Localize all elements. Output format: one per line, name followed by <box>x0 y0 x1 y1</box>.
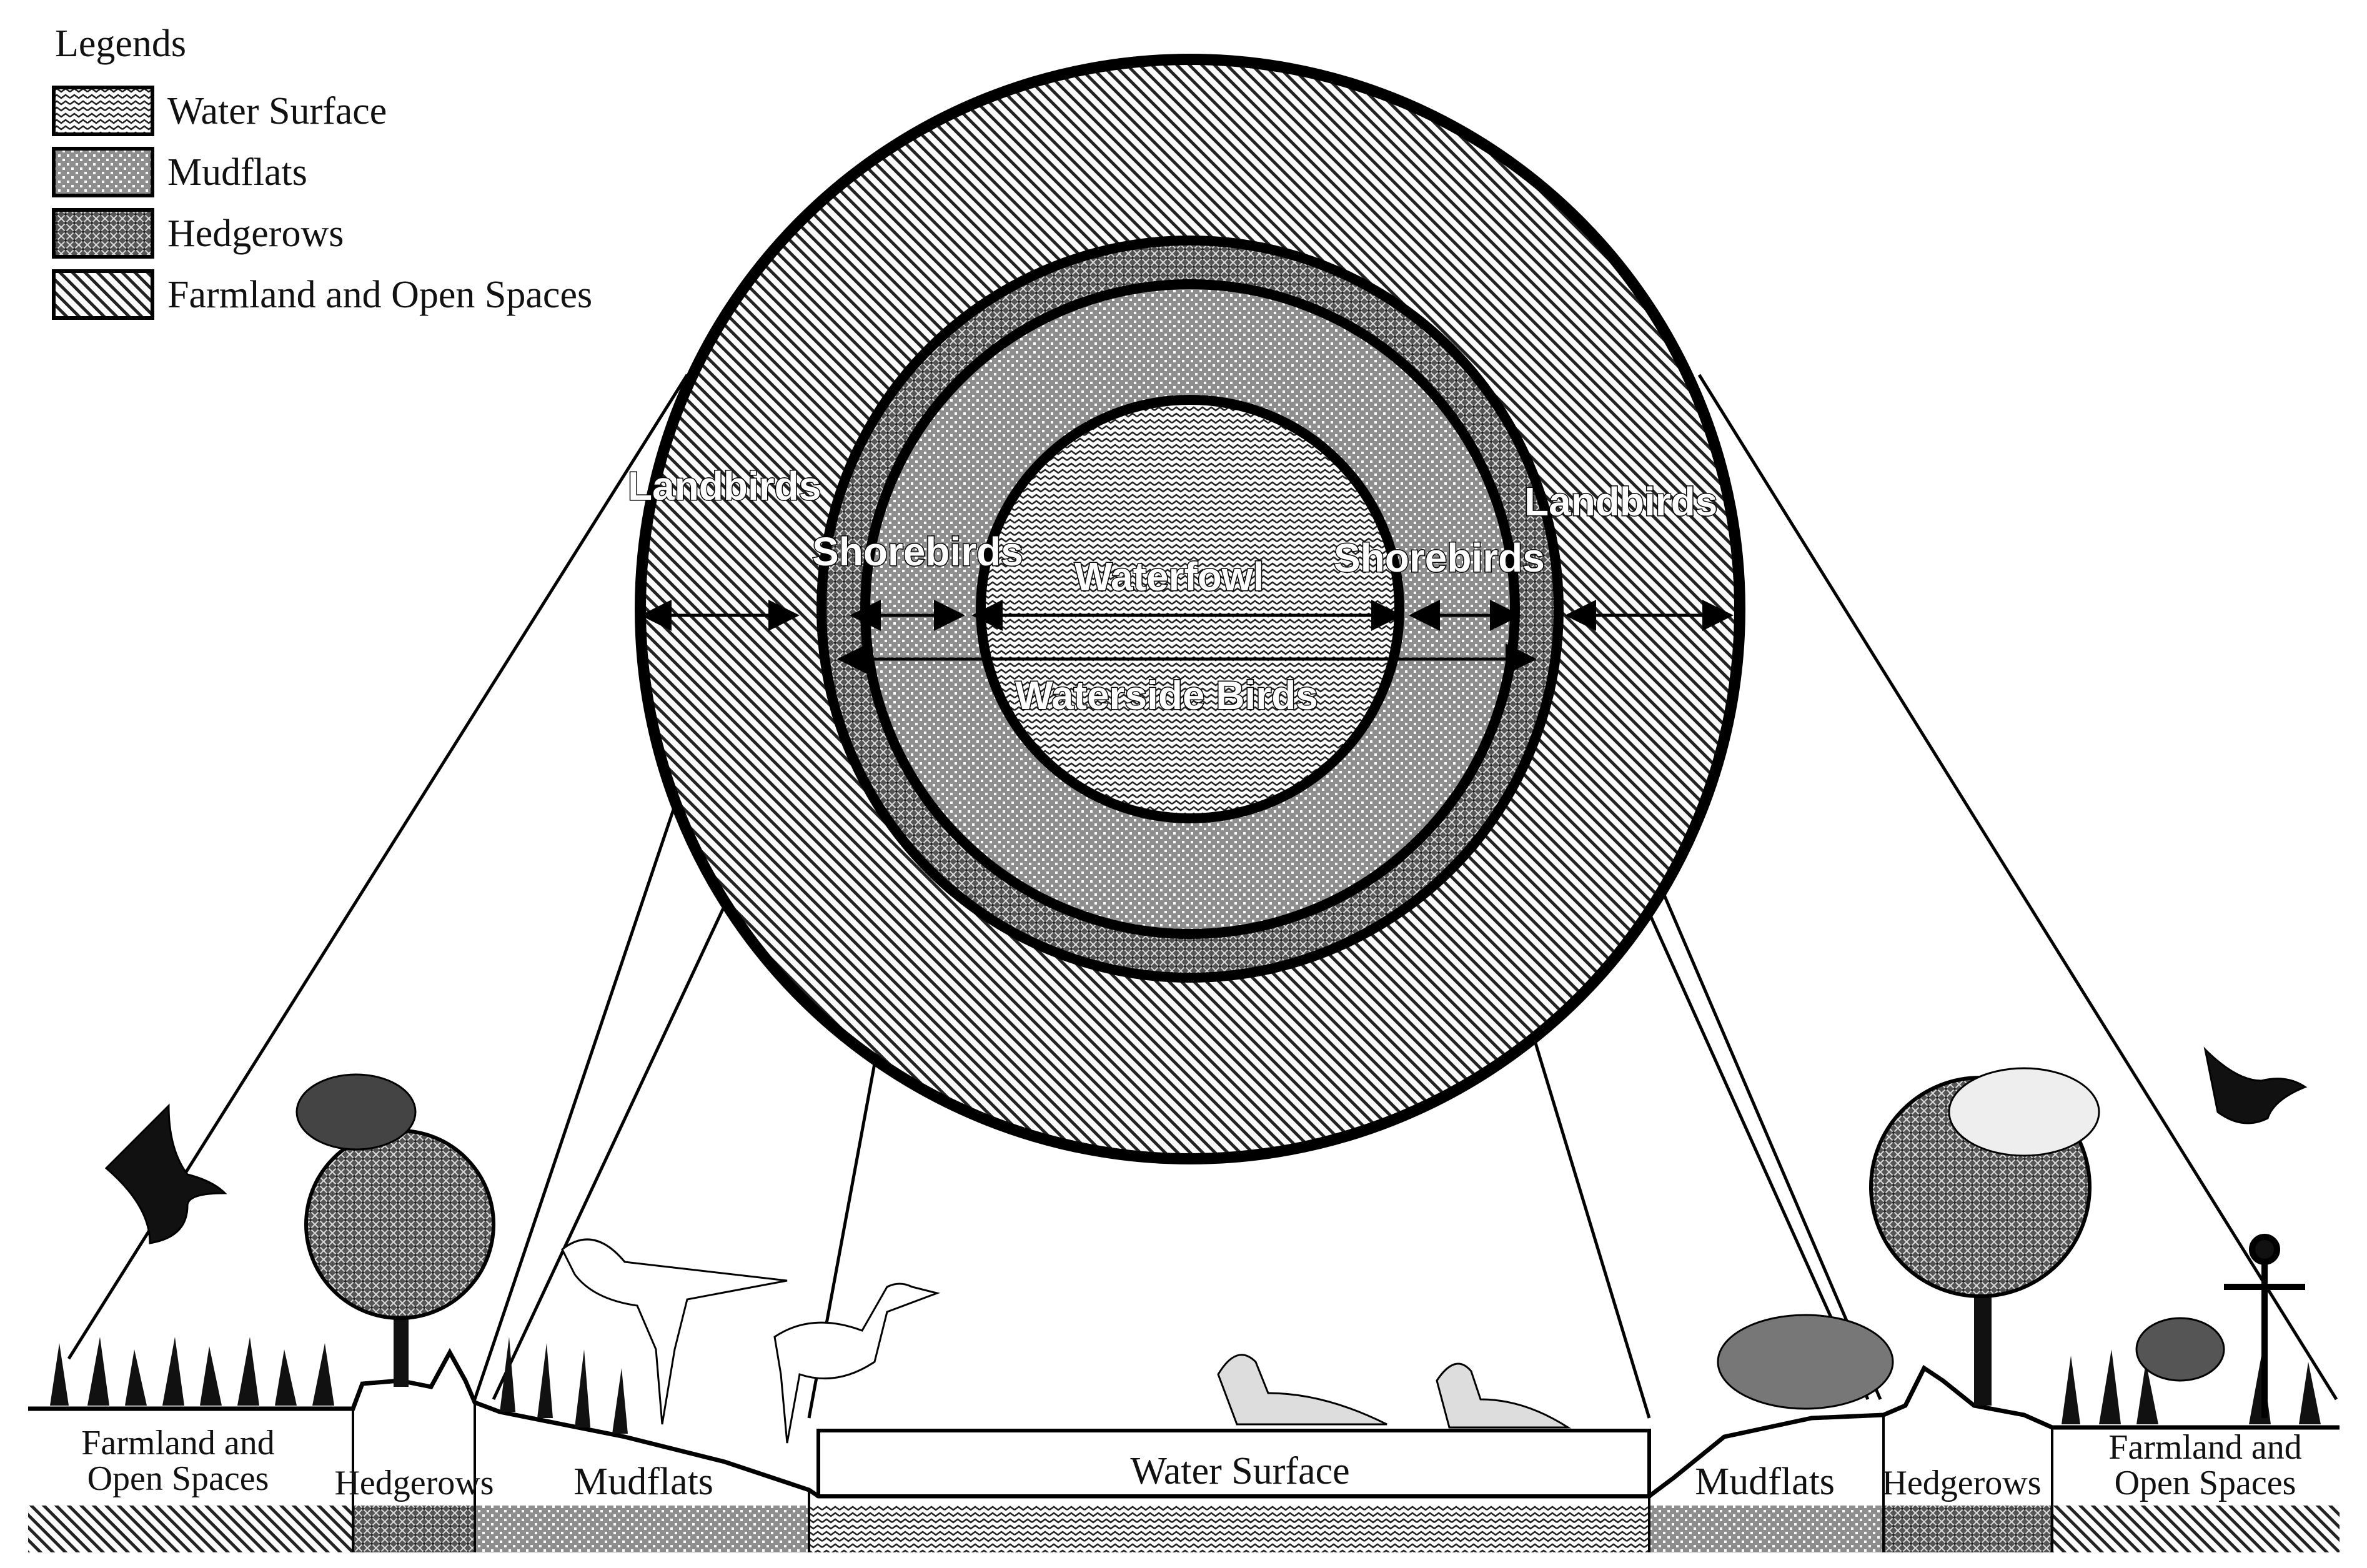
birds <box>104 1046 2308 1444</box>
label-landbirds-left: Landbirds <box>628 464 821 509</box>
label-waterside-birds: Waterside Birds <box>1015 673 1318 718</box>
duck-icon-1 <box>1217 1354 1387 1426</box>
legend-title: Legends <box>55 22 186 65</box>
ground-labels: Farmland and Open Spaces Hedgerows Mudfl… <box>81 1424 2301 1503</box>
ground-label-mudflats-right: Mudflats <box>1695 1461 1835 1503</box>
ground-label-farmland-left-line1: Farmland and <box>81 1424 274 1462</box>
strip-hedgerows-right <box>1883 1506 2052 1552</box>
ground-label-mudflats-left: Mudflats <box>573 1461 713 1503</box>
projection-line-hedgerow-left <box>473 805 677 1400</box>
grass-right <box>2062 1349 2321 1424</box>
swallow-perched-icon <box>2135 1317 2225 1382</box>
ground-label-farmland-left-line2: Open Spaces <box>87 1459 269 1498</box>
ground-label-water-surface: Water Surface <box>1130 1450 1349 1492</box>
strip-farmland-left <box>28 1506 353 1552</box>
quail-icon <box>1717 1314 1894 1410</box>
section-dividers <box>352 1402 2053 1552</box>
scarecrow-icon <box>2224 1234 2305 1418</box>
legend-item-farmland: Farmland and Open Spaces <box>52 269 592 320</box>
grass-left <box>50 1337 334 1406</box>
legend-swatch-hedgerows <box>52 208 154 259</box>
ground-label-hedgerows-right: Hedgerows <box>1882 1464 2041 1502</box>
strip-farmland-right <box>2052 1506 2340 1552</box>
swallow-left-icon <box>104 1103 227 1244</box>
habitat-rings <box>635 54 1745 1164</box>
legend-label-hedgerows: Hedgerows <box>167 212 344 255</box>
legend-label-water-surface: Water Surface <box>167 90 387 132</box>
legend-swatch-farmland <box>52 269 154 320</box>
reeds-left <box>500 1337 628 1434</box>
ring-labels: Landbirds Landbirds Shorebirds Shorebird… <box>627 463 1719 719</box>
ground-label-farmland-right-line2: Open Spaces <box>2115 1464 2296 1502</box>
label-shorebirds-right: Shorebirds <box>1334 535 1545 580</box>
legend-label-farmland: Farmland and Open Spaces <box>167 274 592 316</box>
projection-line-hedgerow-right <box>1654 874 1882 1400</box>
legend-item-mudflats: Mudflats <box>52 147 307 197</box>
shrike-right-icon <box>1948 1067 2100 1157</box>
tree-left <box>304 1129 495 1387</box>
legend-item-water-surface: Water Surface <box>52 86 387 136</box>
legend-swatch-water-surface <box>52 86 154 136</box>
swallow-right-icon <box>2203 1046 2308 1124</box>
label-waterfowl: Waterfowl <box>1074 554 1264 599</box>
legend-item-hedgerows: Hedgerows <box>52 208 344 259</box>
bunting-left-icon <box>295 1073 417 1151</box>
strip-mudflats-left <box>475 1506 809 1552</box>
egret-icon <box>773 1283 941 1444</box>
projection-line-farmland-right <box>1697 374 2338 1401</box>
ring-water-surface <box>976 395 1404 823</box>
ground-label-farmland-right-line1: Farmland and <box>2108 1428 2301 1467</box>
legend-label-mudflats: Mudflats <box>167 151 307 194</box>
stilt-icon <box>561 1238 788 1425</box>
strip-hedgerows-left <box>353 1506 475 1552</box>
legend: Legends Water Surface Mudflats Hedgerows… <box>52 22 592 320</box>
label-shorebirds-left: Shorebirds <box>812 529 1023 574</box>
label-landbirds-right: Landbirds <box>1524 479 1717 524</box>
range-arrows <box>640 600 1734 675</box>
strip-mudflats-right <box>1649 1506 1883 1552</box>
strip-water-surface <box>809 1506 1649 1552</box>
duck-icon-2 <box>1436 1362 1572 1429</box>
ground-label-hedgerows-left: Hedgerows <box>334 1464 494 1502</box>
ground-profile <box>28 1046 2340 1552</box>
legend-swatch-mudflats <box>52 147 154 197</box>
